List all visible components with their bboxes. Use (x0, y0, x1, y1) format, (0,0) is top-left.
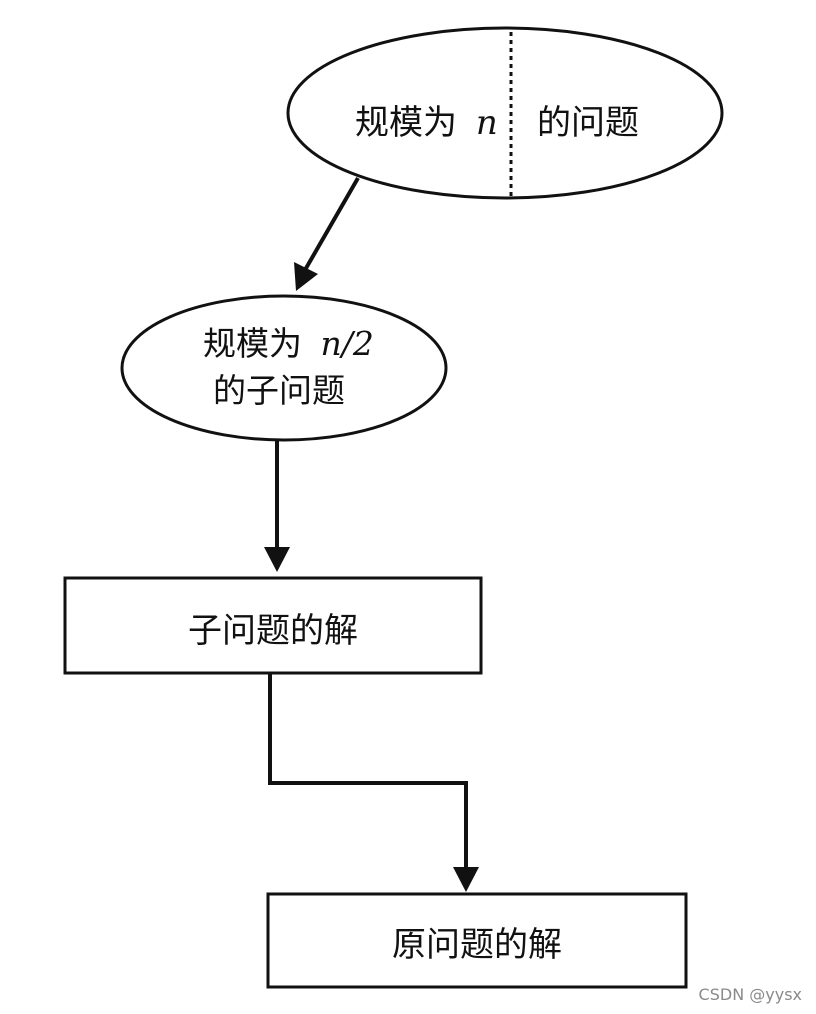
sub-solution-node: 子问题的解 (63, 576, 483, 675)
orig-solution-box (266, 892, 688, 989)
subproblem-line2: 的子问题 (213, 371, 345, 410)
problem-n-ellipse (286, 26, 724, 200)
sub-solution-label: 子问题的解 (188, 611, 358, 651)
arrow-problem-to-subproblem (294, 177, 360, 291)
orig-solution-node: 原问题的解 (266, 892, 688, 989)
problem-left-label: 规模为 n (355, 103, 498, 143)
arrow-subproblem-to-subsolution (264, 440, 290, 572)
watermark: CSDN @yysx (698, 985, 802, 1004)
problem-n-node: 规模为 n 的问题 (286, 26, 724, 200)
arrow-subsolution-to-origsolution (268, 673, 479, 892)
subproblem-ellipse (120, 294, 448, 442)
subproblem-node: 规模为 n/2 的子问题 (120, 294, 448, 442)
problem-right-label: 的问题 (537, 103, 639, 143)
orig-solution-label: 原问题的解 (392, 925, 562, 965)
sub-solution-box (63, 576, 483, 675)
subproblem-line1: 规模为 n/2 (203, 324, 374, 363)
